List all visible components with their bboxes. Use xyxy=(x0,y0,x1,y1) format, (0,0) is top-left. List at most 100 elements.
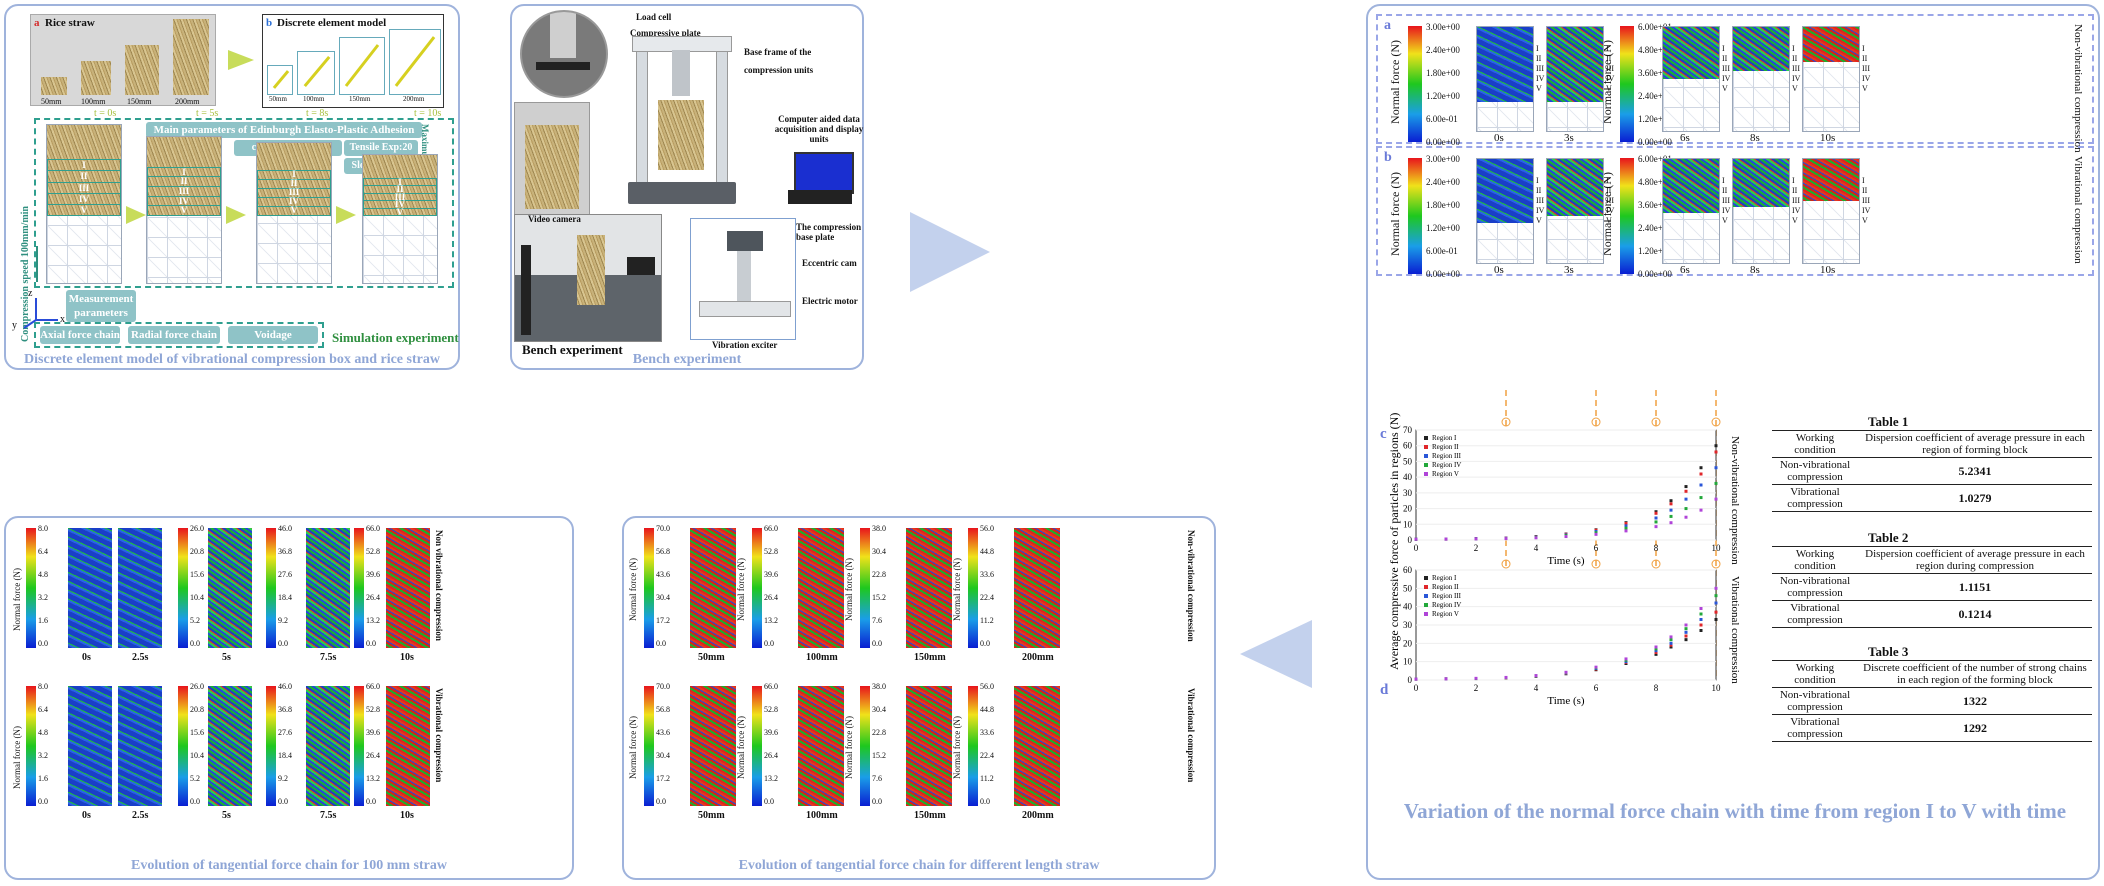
dem-length-label: 50mm xyxy=(269,95,287,103)
force-chain-image xyxy=(68,686,112,806)
region-label: V xyxy=(1606,216,1612,225)
data-point xyxy=(1714,497,1718,501)
time-label: 0s xyxy=(82,810,91,821)
snapshot-frame xyxy=(1662,26,1720,132)
compression-base-label: The compression base plate xyxy=(796,222,862,242)
colorbar-tick: 1.20e+00 xyxy=(1426,91,1460,101)
straw-bundle-200 xyxy=(173,19,209,95)
colorbar-tick: 17.2 xyxy=(656,616,670,625)
data-point xyxy=(1669,645,1673,649)
data-point xyxy=(1414,537,1418,541)
colorbar-axis-label: Normal force (N) xyxy=(12,726,22,789)
colorbar-tick: 39.6 xyxy=(764,570,778,579)
force-chain-image xyxy=(1803,159,1859,201)
row-dashed-frame xyxy=(1376,146,2094,276)
colorbar-axis-label: Normal force (N) xyxy=(844,716,854,779)
force-chain-image xyxy=(1014,528,1060,648)
data-point xyxy=(1699,623,1703,627)
radial-force-chain-box: Radial force chain xyxy=(128,326,220,344)
time-label: 5s xyxy=(222,652,231,663)
time-label: 8s xyxy=(1750,132,1760,144)
table-cell: 1292 xyxy=(1858,714,2092,742)
legend-marker xyxy=(1424,594,1428,598)
region-label: III xyxy=(1792,64,1800,73)
data-point xyxy=(1669,499,1673,503)
table-cell: Non-vibrational compression xyxy=(1772,457,1858,485)
region-label: V xyxy=(1606,84,1612,93)
colorbar-tick: 66.0 xyxy=(366,524,380,533)
data-point xyxy=(1654,520,1658,524)
colorbar xyxy=(178,528,188,648)
arrow-right-icon xyxy=(226,206,246,224)
region-label: III xyxy=(1722,64,1730,73)
colorbar-tick: 11.2 xyxy=(980,616,994,625)
table-cell: 1322 xyxy=(1858,687,2092,715)
computer-label-wrap: Computer aided data acquisition and disp… xyxy=(774,114,864,144)
data-point xyxy=(1714,466,1718,470)
straw-sample-photo xyxy=(514,102,590,230)
data-point xyxy=(1699,629,1703,632)
data-point xyxy=(1654,516,1658,520)
colorbar-tick: 1.20e+01 xyxy=(1638,114,1672,124)
straw-length-label: 150mm xyxy=(127,97,152,106)
eccentric-cam-label: Eccentric cam xyxy=(802,258,857,268)
data-point xyxy=(1699,496,1703,500)
colorbar-tick: 18.4 xyxy=(278,593,292,602)
region-label: IV xyxy=(1722,74,1731,83)
x-tick-label: 4 xyxy=(1534,543,1539,553)
coordinate-axes-icon xyxy=(23,298,58,329)
colorbar xyxy=(752,528,762,648)
snapshot-frame xyxy=(1732,26,1790,132)
time-label: 0s xyxy=(1494,264,1504,276)
data-point xyxy=(1624,529,1628,533)
data-point xyxy=(1699,612,1703,616)
legend-marker xyxy=(1424,445,1428,449)
data-point xyxy=(1654,510,1658,514)
colorbar-tick: 1.6 xyxy=(38,774,48,783)
region-label: V xyxy=(1722,84,1728,93)
force-chain-image xyxy=(306,528,350,648)
colorbar-tick: 66.0 xyxy=(764,682,778,691)
data-point xyxy=(1699,483,1703,487)
colorbar-tick: 0.0 xyxy=(764,797,774,806)
region-label: IV xyxy=(1722,206,1731,215)
y-tick-label: 50 xyxy=(1403,456,1413,466)
computer-tower xyxy=(788,190,852,204)
colorbar-tick: 6.00e-01 xyxy=(1426,114,1458,124)
data-point xyxy=(1684,489,1688,493)
base-frame-label: Base frame of the compression units xyxy=(744,47,814,75)
colorbar-axis-label: Normal force (N) xyxy=(628,558,638,621)
panel5-caption: Evolution of tangential force chain for … xyxy=(738,858,1100,873)
data-point xyxy=(1564,670,1568,674)
colorbar-tick: 26.4 xyxy=(366,593,380,602)
row-side-label: Vibrational compression xyxy=(434,688,444,783)
data-point xyxy=(1714,594,1718,598)
colorbar-tick: 46.0 xyxy=(278,524,292,533)
snapshot-frame xyxy=(1546,158,1604,264)
region-label: II xyxy=(1792,186,1798,195)
force-chain-image xyxy=(1547,27,1603,102)
data-point xyxy=(1594,532,1598,536)
length-label: 50mm xyxy=(698,810,725,821)
region-label: II xyxy=(1792,54,1798,63)
table-title: Table 1 xyxy=(1868,414,1909,429)
region-label: I xyxy=(1722,44,1725,53)
arrow-left-icon xyxy=(1240,620,1312,688)
colorbar-tick: 38.0 xyxy=(872,682,886,691)
region-label: I xyxy=(1536,176,1539,185)
dem-box-200 xyxy=(389,29,441,95)
colorbar-tick: 0.0 xyxy=(38,639,48,648)
colorbar-axis-label: Normal force (N) xyxy=(736,558,746,621)
region-label: IV xyxy=(1862,74,1871,83)
data-point xyxy=(1669,643,1673,647)
data-point xyxy=(1624,657,1628,661)
panel-simulation: a Rice straw 50mm 100mm 150mm 200mm b Di… xyxy=(4,4,460,370)
data-point xyxy=(1714,450,1718,454)
straw-length-label: 200mm xyxy=(175,97,200,106)
